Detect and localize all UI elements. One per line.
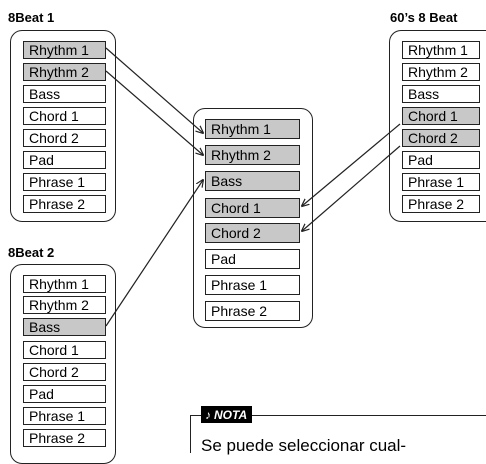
part-rhythm-1: Rhythm 1: [23, 41, 106, 59]
part-phrase-1: Phrase 1: [23, 407, 106, 425]
part-rhythm-2: Rhythm 2: [402, 63, 480, 81]
part-chord-1: Chord 1: [402, 107, 480, 125]
part-bass: Bass: [402, 85, 480, 103]
group-title-8beat-1: 8Beat 1: [8, 10, 55, 25]
part-chord-1: Chord 1: [23, 107, 106, 125]
part-pad: Pad: [205, 249, 300, 269]
part-bass: Bass: [23, 85, 106, 103]
part-rhythm-1: Rhythm 1: [402, 41, 480, 59]
part-rhythm-2: Rhythm 2: [23, 296, 106, 314]
style-box-8beat-2: Rhythm 1 Rhythm 2 Bass Chord 1 Chord 2 P…: [10, 264, 116, 464]
part-phrase-2: Phrase 2: [23, 429, 106, 447]
part-phrase-2: Phrase 2: [23, 195, 106, 213]
part-phrase-1: Phrase 1: [205, 275, 300, 295]
note-badge: ♪NOTA: [201, 406, 253, 423]
combined-style-box: Rhythm 1 Rhythm 2 Bass Chord 1 Chord 2 P…: [193, 108, 313, 328]
part-phrase-2: Phrase 2: [205, 301, 300, 321]
part-chord-1: Chord 1: [23, 341, 106, 359]
group-title-60s-8-beat: 60’s 8 Beat: [390, 10, 458, 25]
part-pad: Pad: [23, 385, 106, 403]
part-chord-2: Chord 2: [205, 223, 300, 243]
note-box: ♪NOTA Se puede seleccionar cual-: [190, 406, 486, 455]
style-box-60s-8-beat: Rhythm 1 Rhythm 2 Bass Chord 1 Chord 2 P…: [389, 30, 486, 222]
part-bass: Bass: [23, 318, 106, 336]
arrow-chord-1: [302, 123, 401, 206]
part-pad: Pad: [402, 151, 480, 169]
style-box-8beat-1: Rhythm 1 Rhythm 2 Bass Chord 1 Chord 2 P…: [10, 30, 116, 222]
part-pad: Pad: [23, 151, 106, 169]
part-phrase-1: Phrase 1: [402, 173, 480, 191]
part-bass: Bass: [205, 171, 300, 191]
part-chord-2: Chord 2: [402, 129, 480, 147]
part-chord-2: Chord 2: [23, 363, 106, 381]
note-text: Se puede seleccionar cual-: [201, 436, 407, 455]
part-rhythm-1: Rhythm 1: [205, 119, 300, 139]
part-phrase-2: Phrase 2: [402, 195, 480, 213]
note-badge-label: NOTA: [214, 408, 248, 422]
part-chord-1: Chord 1: [205, 198, 300, 218]
part-chord-2: Chord 2: [23, 129, 106, 147]
group-title-8beat-2: 8Beat 2: [8, 245, 55, 260]
arrow-bass: [105, 180, 203, 327]
music-note-icon: ♪: [205, 408, 211, 422]
part-phrase-1: Phrase 1: [23, 173, 106, 191]
part-rhythm-1: Rhythm 1: [23, 275, 106, 293]
arrow-rhythm-1: [105, 47, 203, 133]
part-rhythm-2: Rhythm 2: [205, 145, 300, 165]
part-rhythm-2: Rhythm 2: [23, 63, 106, 81]
arrow-chord-2: [302, 145, 401, 231]
arrow-rhythm-2: [105, 70, 203, 155]
